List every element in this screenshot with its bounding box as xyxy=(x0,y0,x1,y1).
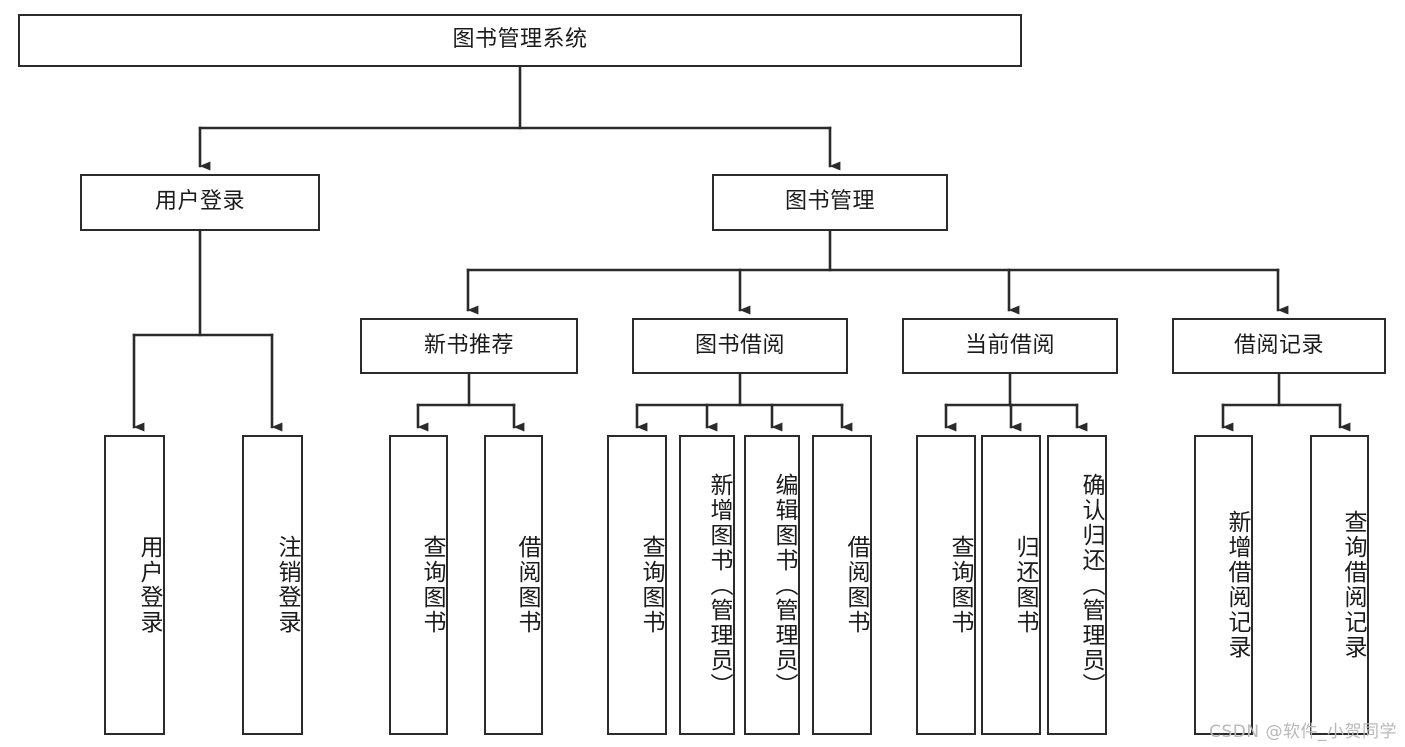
leaf-node-leaf-borrow-book-1[interactable]: 借阅图书 xyxy=(484,435,543,735)
level2-node-book-borrow[interactable]: 图书借阅 xyxy=(632,318,848,374)
leaf-node-leaf-query-book-1[interactable]: 查询图书 xyxy=(389,435,448,735)
leaf-node-leaf-query-book-3[interactable]: 查询图书 xyxy=(916,435,976,735)
node-label: 借阅记录 xyxy=(1233,332,1324,358)
node-label: 图书借阅 xyxy=(694,332,785,358)
node-label: 图书管理 xyxy=(784,189,875,215)
level2-node-current-borrow[interactable]: 当前借阅 xyxy=(902,318,1118,374)
leaf-node-leaf-query-book-2[interactable]: 查询图书 xyxy=(607,435,667,735)
leaf-node-leaf-user-login[interactable]: 用户登录 xyxy=(104,435,165,735)
node-label: 查询图书 xyxy=(638,535,664,635)
leaf-node-leaf-logout[interactable]: 注销登录 xyxy=(242,435,303,735)
level2-node-new-book-recommend[interactable]: 新书推荐 xyxy=(360,318,578,374)
leaf-node-leaf-return-book[interactable]: 归还图书 xyxy=(981,435,1041,735)
root-node-root[interactable]: 图书管理系统 xyxy=(18,14,1022,67)
node-label: 查询图书 xyxy=(419,535,445,635)
node-label: 新增借阅记录 xyxy=(1224,510,1250,660)
node-label: 用户登录 xyxy=(136,535,162,635)
node-label: 查询借阅记录 xyxy=(1340,510,1366,660)
leaf-node-leaf-add-borrow-record[interactable]: 新增借阅记录 xyxy=(1194,435,1253,735)
level1-node-book-management[interactable]: 图书管理 xyxy=(712,174,948,231)
leaf-node-leaf-query-borrow-record[interactable]: 查询借阅记录 xyxy=(1310,435,1369,735)
node-label: 借阅图书 xyxy=(514,535,540,635)
node-label: 查询图书 xyxy=(947,535,973,635)
node-label: 注销登录 xyxy=(274,535,300,635)
node-label: 图书管理系统 xyxy=(452,27,588,53)
node-label: 确认归还（管理员） xyxy=(1078,472,1104,698)
level2-node-borrow-records[interactable]: 借阅记录 xyxy=(1172,318,1386,374)
level1-node-user-login[interactable]: 用户登录 xyxy=(80,174,320,231)
leaf-node-leaf-borrow-book-2[interactable]: 借阅图书 xyxy=(812,435,872,735)
node-label: 编辑图书（管理员） xyxy=(771,472,797,698)
node-label: 新增图书（管理员） xyxy=(706,472,732,698)
leaf-node-leaf-add-book[interactable]: 新增图书（管理员） xyxy=(679,435,735,735)
node-label: 归还图书 xyxy=(1012,535,1038,635)
leaf-node-leaf-edit-book[interactable]: 编辑图书（管理员） xyxy=(744,435,800,735)
node-label: 当前借阅 xyxy=(964,332,1055,358)
node-label: 用户登录 xyxy=(154,189,245,215)
leaf-node-leaf-confirm-return[interactable]: 确认归还（管理员） xyxy=(1047,435,1107,735)
csdn-watermark: CSDN @软件_小贺同学 xyxy=(1209,722,1397,742)
node-label: 新书推荐 xyxy=(423,332,514,358)
node-label: 借阅图书 xyxy=(843,535,869,635)
